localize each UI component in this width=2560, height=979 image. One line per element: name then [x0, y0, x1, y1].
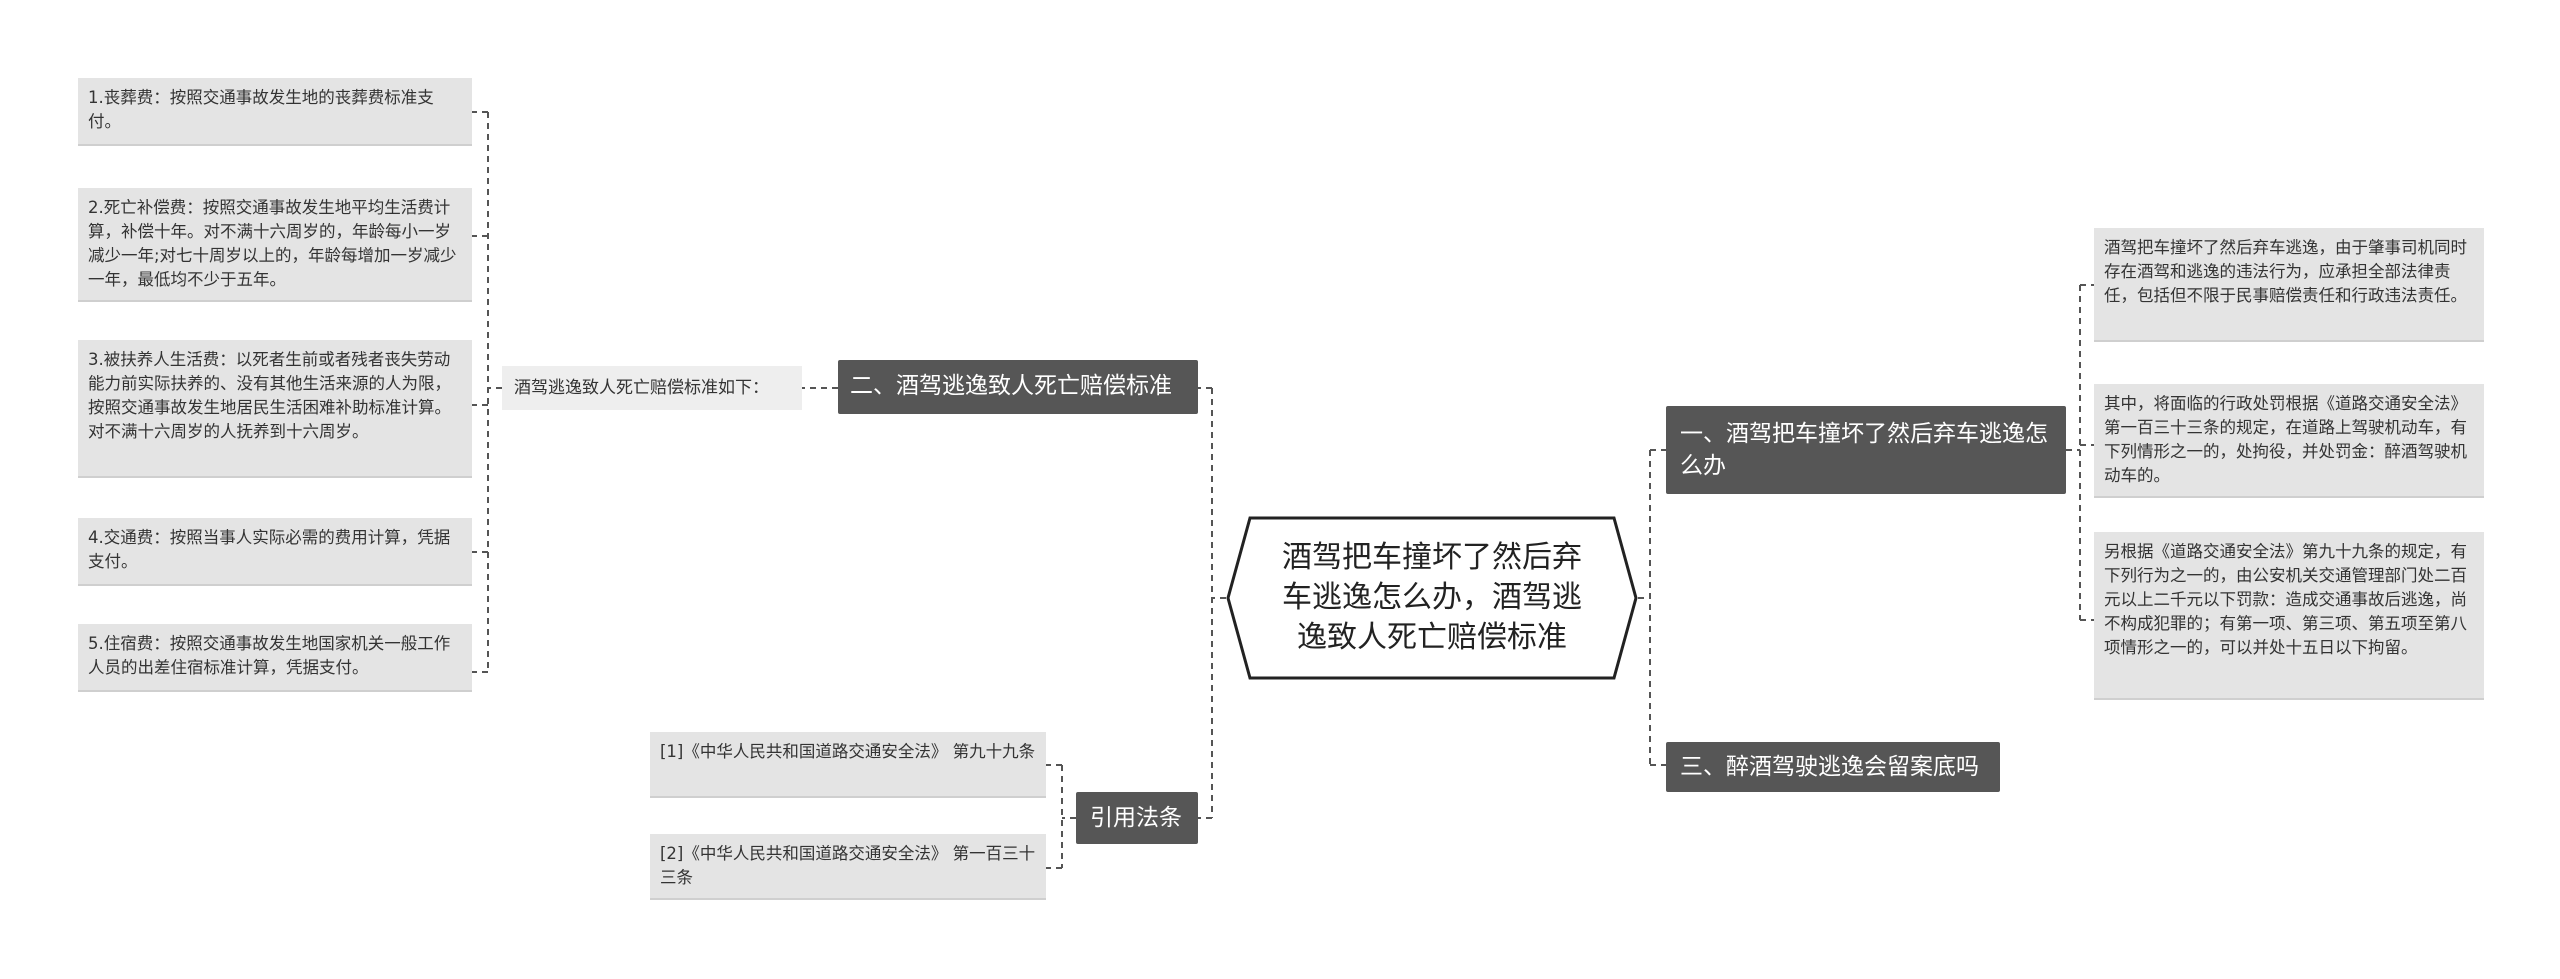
root-topic-text: 酒驾把车撞坏了然后弃车逃逸怎么办，酒驾逃逸致人死亡赔偿标准	[1282, 540, 1582, 655]
branch-label: 引用法条	[1090, 805, 1182, 831]
ref-item-article-99[interactable]: [1]《中华人民共和国道路交通安全法》 第九十九条	[650, 732, 1046, 798]
compensation-intro[interactable]: 酒驾逃逸致人死亡赔偿标准如下：	[502, 366, 802, 410]
leaf-text: 1.丧葬费：按照交通事故发生地的丧葬费标准支付。	[88, 88, 434, 131]
ref-item-article-133[interactable]: [2]《中华人民共和国道路交通安全法》 第一百三十三条	[650, 834, 1046, 900]
leaf-legal-liability[interactable]: 酒驾把车撞坏了然后弃车逃逸，由于肇事司机同时存在酒驾和逃逸的违法行为，应承担全部…	[2094, 228, 2484, 342]
leaf-dependent-living-expense[interactable]: 3.被扶养人生活费：以死者生前或者残者丧失劳动能力前实际扶养的、没有其他生活来源…	[78, 340, 472, 478]
branch-death-compensation[interactable]: 二、酒驾逃逸致人死亡赔偿标准	[838, 360, 1198, 414]
leaf-death-compensation[interactable]: 2.死亡补偿费：按照交通事故发生地平均生活费计算，补偿十年。对不满十六周岁的，年…	[78, 188, 472, 302]
leaf-text: 酒驾把车撞坏了然后弃车逃逸，由于肇事司机同时存在酒驾和逃逸的违法行为，应承担全部…	[2104, 238, 2467, 305]
root-topic[interactable]: 酒驾把车撞坏了然后弃车逃逸怎么办，酒驾逃逸致人死亡赔偿标准	[1226, 516, 1638, 680]
branch-cited-laws[interactable]: 引用法条	[1076, 792, 1198, 844]
ref-text: [2]《中华人民共和国道路交通安全法》 第一百三十三条	[660, 844, 1036, 887]
leaf-article-99[interactable]: 另根据《道路交通安全法》第九十九条的规定，有下列行为之一的，由公安机关交通管理部…	[2094, 532, 2484, 700]
branch-criminal-record[interactable]: 三、醉酒驾驶逃逸会留案底吗	[1666, 742, 2000, 792]
leaf-text: 4.交通费：按照当事人实际必需的费用计算，凭据支付。	[88, 528, 451, 571]
leaf-text: 其中，将面临的行政处罚根据《道路交通安全法》第一百三十三条的规定，在道路上驾驶机…	[2104, 394, 2467, 485]
leaf-text: 另根据《道路交通安全法》第九十九条的规定，有下列行为之一的，由公安机关交通管理部…	[2104, 542, 2467, 657]
leaf-text: 3.被扶养人生活费：以死者生前或者残者丧失劳动能力前实际扶养的、没有其他生活来源…	[88, 350, 451, 441]
branch-label: 一、酒驾把车撞坏了然后弃车逃逸怎么办	[1680, 421, 2048, 479]
branch-label: 三、醉酒驾驶逃逸会留案底吗	[1680, 754, 1979, 780]
ref-text: [1]《中华人民共和国道路交通安全法》 第九十九条	[660, 742, 1036, 761]
intro-text: 酒驾逃逸致人死亡赔偿标准如下：	[514, 378, 769, 398]
leaf-text: 5.住宿费：按照交通事故发生地国家机关一般工作人员的出差住宿标准计算，凭据支付。	[88, 634, 451, 677]
branch-drunk-driving-hit-and-run[interactable]: 一、酒驾把车撞坏了然后弃车逃逸怎么办	[1666, 406, 2066, 494]
leaf-accommodation-expense[interactable]: 5.住宿费：按照交通事故发生地国家机关一般工作人员的出差住宿标准计算，凭据支付。	[78, 624, 472, 692]
branch-label: 二、酒驾逃逸致人死亡赔偿标准	[850, 373, 1172, 399]
leaf-funeral-expense[interactable]: 1.丧葬费：按照交通事故发生地的丧葬费标准支付。	[78, 78, 472, 146]
leaf-text: 2.死亡补偿费：按照交通事故发生地平均生活费计算，补偿十年。对不满十六周岁的，年…	[88, 198, 457, 289]
leaf-transport-expense[interactable]: 4.交通费：按照当事人实际必需的费用计算，凭据支付。	[78, 518, 472, 586]
root-hexagon-shape	[1226, 516, 1638, 680]
leaf-article-133[interactable]: 其中，将面临的行政处罚根据《道路交通安全法》第一百三十三条的规定，在道路上驾驶机…	[2094, 384, 2484, 498]
